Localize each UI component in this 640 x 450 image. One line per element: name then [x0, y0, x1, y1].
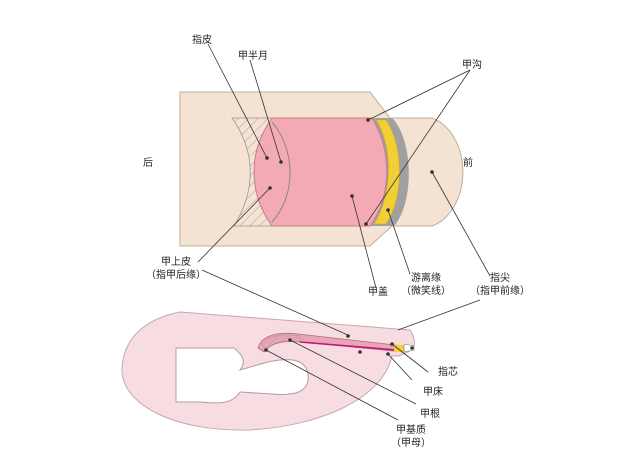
label-free-edge: 游离缘 （微笑线） [401, 272, 451, 298]
label-cuticle: 指皮 [192, 34, 212, 47]
label-nail-plate: 甲盖 [368, 286, 388, 299]
nail-plate-shape [254, 118, 387, 226]
label-front: 前 [463, 157, 473, 170]
label-matrix-line2: （甲母） [391, 437, 431, 450]
label-matrix: 甲基质 （甲母） [391, 424, 431, 450]
label-matrix-line1: 甲基质 [391, 424, 431, 437]
label-hyponychium: 指芯 [438, 366, 458, 379]
label-free-edge-line1: 游离缘 [401, 272, 451, 285]
label-fingertip: 指尖 （指甲前缘） [470, 272, 530, 298]
top-view [180, 92, 463, 246]
label-fingertip-line1: 指尖 [470, 272, 530, 285]
label-nail-root: 甲根 [420, 408, 440, 421]
side-section [122, 312, 415, 430]
label-eponychium-line2: （指甲后缘） [146, 269, 206, 282]
label-back: 后 [143, 157, 153, 170]
label-nail-groove: 甲沟 [462, 59, 482, 72]
label-lunula: 甲半月 [238, 50, 268, 63]
label-free-edge-line2: （微笑线） [401, 285, 451, 298]
label-eponychium-line1: 甲上皮 [146, 256, 206, 269]
label-nail-bed: 甲床 [423, 386, 443, 399]
label-fingertip-line2: （指甲前缘） [470, 285, 530, 298]
label-eponychium: 甲上皮 （指甲后缘） [146, 256, 206, 282]
